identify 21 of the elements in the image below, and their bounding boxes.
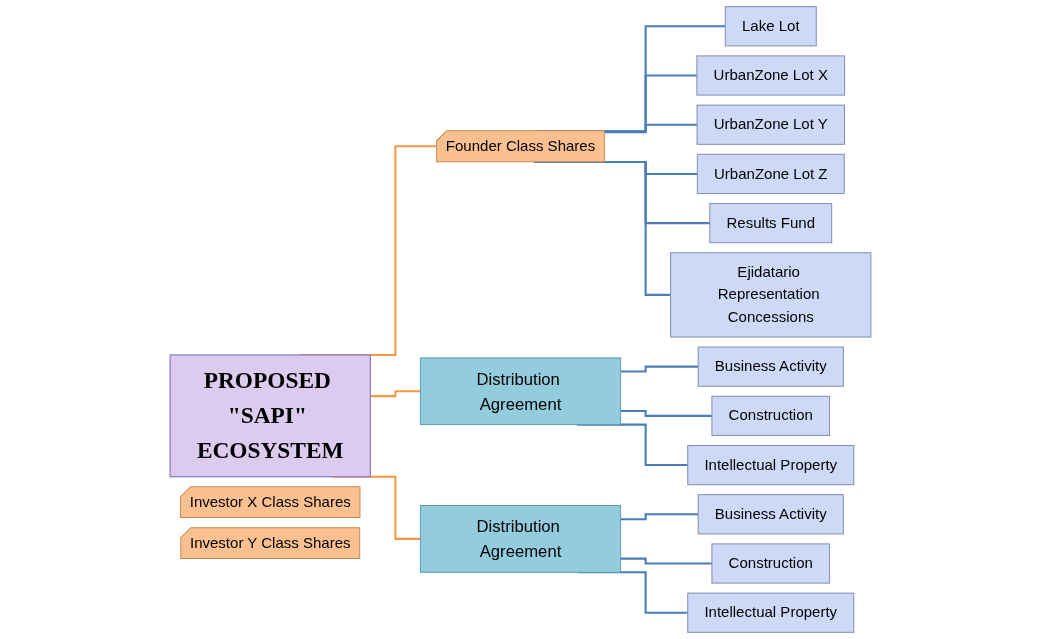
node-box: Construction [711, 543, 831, 584]
connector [370, 390, 422, 398]
connector [620, 513, 700, 521]
node-box: Business Activity [697, 494, 844, 535]
connector [620, 557, 713, 565]
node-box: Construction [711, 395, 831, 436]
node-box: Distribution Agreement [419, 505, 622, 573]
node-box: UrbanZone Lot Z [696, 153, 845, 195]
node-box: UrbanZone Lot Y [696, 104, 845, 145]
node-box: Ejidatario Representation Concessions [670, 252, 872, 338]
node-box: Lake Lot [724, 6, 817, 47]
connector [620, 365, 700, 373]
node-box: PROPOSED "SAPI" ECOSYSTEM [169, 354, 371, 478]
node-box: Intellectual Property [687, 444, 855, 486]
node-box: Business Activity [697, 346, 844, 387]
node-box: Results Fund [709, 203, 833, 244]
connector [620, 409, 713, 417]
node-box: Distribution Agreement [419, 357, 622, 426]
node-box: UrbanZone Lot X [696, 55, 846, 96]
node-box: Intellectual Property [687, 592, 855, 633]
connector [604, 123, 699, 134]
